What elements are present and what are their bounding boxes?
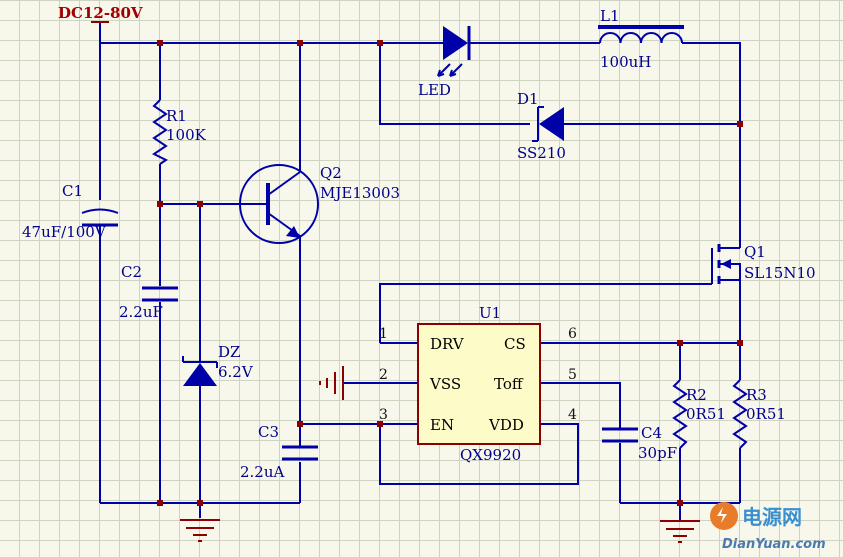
c1-name: C1: [62, 182, 83, 200]
capacitor-c4: C4 30pF: [602, 424, 677, 462]
q1-name: Q1: [744, 243, 766, 261]
l1-value: 100uH: [600, 53, 651, 71]
r1-name: R1: [166, 107, 187, 125]
q2-value: MJE13003: [320, 184, 400, 202]
watermark-site: DianYuan.com: [722, 537, 826, 552]
pin-en-label: EN: [430, 416, 454, 434]
r1-value: 100K: [166, 126, 207, 144]
ic-u1: U1 QX9920 DRV VSS EN CS Toff VDD 1 2 3 6…: [379, 304, 577, 464]
c2-name: C2: [121, 263, 142, 281]
r2-value: 0R51: [686, 405, 726, 423]
u1-value: QX9920: [460, 446, 521, 464]
dz-name: DZ: [218, 343, 240, 361]
ground-right: [660, 520, 700, 543]
diode-d1: D1 SS210: [517, 90, 566, 162]
mosfet-q1: Q1 SL15N10: [711, 243, 816, 284]
pin-vdd-label: VDD: [488, 416, 524, 434]
zener-dz: DZ 6.2V: [182, 343, 254, 386]
pin-3-number: 3: [379, 407, 388, 423]
led: LED: [418, 26, 471, 99]
u1-name: U1: [479, 304, 501, 322]
l1-name: L1: [600, 7, 620, 25]
c3-value: 2.2uA: [240, 463, 285, 481]
capacitor-c1: C1 47uF/100V: [22, 182, 119, 241]
pin-6-number: 6: [568, 326, 577, 342]
pin-vss-label: VSS: [429, 375, 461, 393]
capacitor-c2: C2 2.2uF: [119, 263, 178, 321]
watermark-logo: 电源网 DianYuan.com: [710, 502, 826, 552]
led-label: LED: [418, 81, 451, 99]
pin-drv-label: DRV: [430, 335, 465, 353]
transistor-q2: Q2 MJE13003: [239, 164, 400, 244]
capacitor-c3: C3 2.2uA: [240, 423, 318, 481]
resistor-r2: R2 0R51: [672, 379, 726, 449]
resistor-r3: R3 0R51: [732, 379, 786, 449]
supply-terminal: DC12-80V: [58, 4, 143, 23]
c4-name: C4: [641, 424, 662, 442]
pin-1-number: 1: [379, 326, 388, 342]
r2-name: R2: [686, 386, 707, 404]
ground-left: [180, 519, 220, 542]
d1-name: D1: [517, 90, 539, 108]
q2-name: Q2: [320, 164, 342, 182]
pin-2-number: 2: [379, 367, 388, 383]
c3-name: C3: [258, 423, 279, 441]
r3-value: 0R51: [746, 405, 786, 423]
ground-vss: [319, 366, 344, 400]
pin-5-number: 5: [568, 367, 577, 383]
c2-value: 2.2uF: [119, 303, 163, 321]
junctions: [157, 40, 743, 506]
dz-value: 6.2V: [218, 363, 254, 381]
supply-label: DC12-80V: [58, 4, 143, 22]
resistor-r1: R1 100K: [152, 99, 207, 165]
d1-value: SS210: [517, 144, 566, 162]
watermark-brand: 电源网: [742, 505, 802, 529]
c1-value: 47uF/100V: [22, 223, 107, 241]
inductor-l1: L1 100uH: [598, 7, 684, 71]
r3-name: R3: [746, 386, 767, 404]
pin-toff-label: Toff: [494, 375, 524, 393]
pin-cs-label: CS: [504, 335, 526, 353]
c4-value: 30pF: [638, 444, 677, 462]
q1-value: SL15N10: [744, 264, 816, 282]
pin-4-number: 4: [568, 407, 577, 423]
